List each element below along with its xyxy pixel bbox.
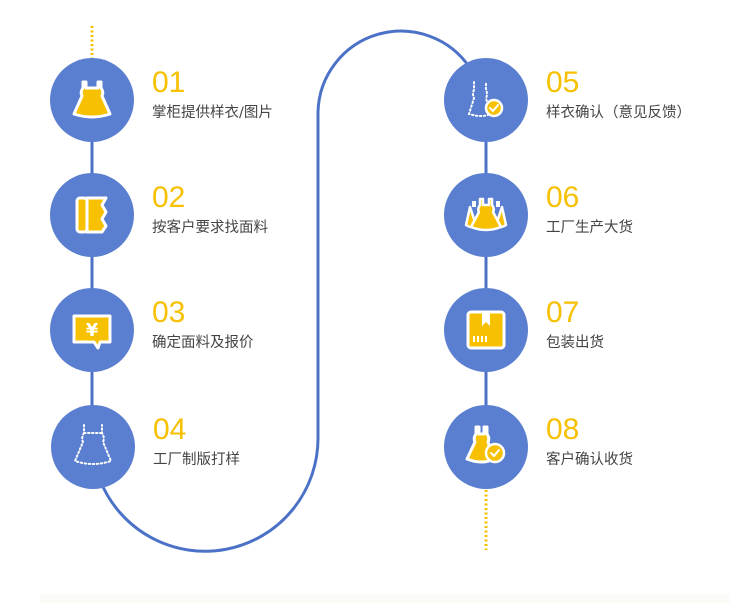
fabric-roll-icon (75, 196, 108, 234)
dress-pattern-check-icon (467, 81, 504, 118)
dress-pattern-icon (73, 424, 113, 465)
step-04-node (51, 405, 135, 489)
step-number: 01 (152, 66, 186, 99)
step-label: 客户确认收货 (546, 452, 633, 468)
step-number: 03 (152, 296, 186, 329)
bottom-strip (40, 594, 730, 603)
yuan-price-bubble-icon: ¥ (72, 314, 112, 350)
step-02-node (50, 173, 134, 257)
multiple-dresses-icon (464, 197, 508, 232)
step-04-text: 04 工厂制版打样 (153, 415, 240, 469)
dress-check-icon (465, 425, 506, 464)
step-label: 包装出货 (546, 335, 604, 351)
step-06-node (444, 173, 528, 257)
step-circle (51, 405, 135, 489)
step-05-text: 05 样衣确认（意见反馈） (546, 68, 691, 122)
step-03-text: 03 确定面料及报价 (152, 298, 254, 352)
step-number: 02 (152, 181, 186, 214)
step-05-node (444, 58, 528, 142)
step-label: 按客户要求找面料 (152, 220, 268, 236)
package-box-icon (466, 310, 506, 350)
step-07-node (444, 288, 528, 372)
step-01-node (50, 58, 134, 142)
svg-text:¥: ¥ (86, 320, 99, 341)
step-02-text: 02 按客户要求找面料 (152, 183, 268, 237)
connecting-s-curve (98, 29, 472, 553)
step-number: 05 (546, 66, 580, 99)
step-number: 08 (546, 413, 580, 446)
step-number: 06 (546, 181, 580, 214)
step-03-node: ¥ (50, 288, 134, 372)
step-label: 工厂制版打样 (153, 452, 240, 468)
step-number: 04 (153, 413, 187, 446)
step-08-text: 08 客户确认收货 (546, 415, 633, 469)
step-08-node (444, 405, 528, 489)
step-label: 工厂生产大货 (546, 220, 633, 236)
step-label: 掌柜提供样衣/图片 (152, 105, 273, 121)
step-07-text: 07 包装出货 (546, 298, 604, 352)
dress-icon (72, 80, 112, 119)
step-01-text: 01 掌柜提供样衣/图片 (152, 68, 273, 122)
step-number: 07 (546, 296, 580, 329)
step-06-text: 06 工厂生产大货 (546, 183, 633, 237)
step-label: 确定面料及报价 (152, 335, 254, 351)
step-label: 样衣确认（意见反馈） (546, 105, 691, 121)
